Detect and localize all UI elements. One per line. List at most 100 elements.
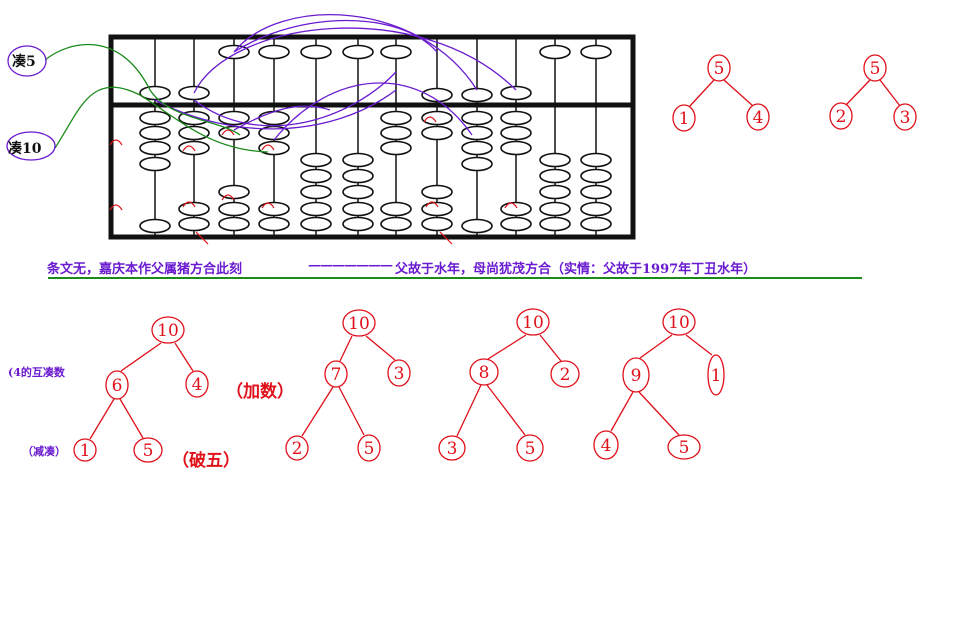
bottom-tree-1-leaf-left-value: 1 <box>80 441 91 461</box>
tree-edge <box>119 398 144 439</box>
top-tree-1-left-circle <box>672 104 696 132</box>
bottom-tree-4-root-circle <box>662 308 696 336</box>
finger-mark <box>195 231 209 245</box>
abacus-lower-bead <box>500 201 532 217</box>
tree-edge <box>456 384 482 437</box>
tree-edge <box>539 334 562 362</box>
arc-purple <box>193 27 517 94</box>
bottom-tree-2-leaf-right-circle <box>357 434 381 462</box>
arc-purple <box>273 82 473 141</box>
bottom-tree-1-leaf-left-circle <box>73 438 97 462</box>
abacus-lower-bead <box>178 140 210 156</box>
bottom-tree-4-right-value: 1 <box>711 366 722 386</box>
bottom-tree-1-leaf-right-value: 5 <box>143 441 154 461</box>
abacus-lower-bead <box>300 152 332 168</box>
finger-mark <box>261 144 275 151</box>
abacus-lower-bead <box>380 140 412 156</box>
top-tree-2-root-value: 5 <box>870 59 881 79</box>
abacus-lower-bead <box>539 201 571 217</box>
arc-purple <box>154 89 397 130</box>
abacus-lower-bead <box>461 110 493 126</box>
abacus-lower-bead <box>500 140 532 156</box>
arc-green <box>54 86 269 153</box>
note-subtract: （减凑） <box>22 445 66 458</box>
abacus-lower-bead <box>421 184 453 200</box>
abacus-upper-bead <box>461 87 493 103</box>
tree-edge <box>879 79 901 107</box>
abacus-lower-bead <box>258 216 290 232</box>
bottom-tree-2-right-value: 3 <box>394 364 405 384</box>
abacus-lower-bead <box>300 168 332 184</box>
abacus-lower-bead <box>380 125 412 141</box>
bottom-tree-3-leaf-left-value: 3 <box>447 439 458 459</box>
abacus-lower-bead <box>421 125 453 141</box>
abacus-lower-bead <box>178 201 210 217</box>
finger-mark <box>182 201 196 208</box>
bottom-tree-3-leaf-right-value: 5 <box>525 439 536 459</box>
bottom-tree-1-right-value: 4 <box>192 375 203 395</box>
top-tree-2-root-circle <box>863 54 887 82</box>
abacus-lower-bead <box>539 184 571 200</box>
abacus-lower-bead <box>461 156 493 172</box>
abacus-lower-bead <box>380 110 412 126</box>
bottom-tree-3-right-value: 2 <box>560 365 571 385</box>
arc-purple <box>233 19 438 53</box>
abacus-lower-bead <box>342 201 374 217</box>
abacus-lower-bead <box>539 216 571 232</box>
label-circle <box>6 131 56 161</box>
bottom-tree-1-mid-circle <box>105 370 129 400</box>
abacus-lower-bead <box>461 218 493 234</box>
abacus-lower-bead <box>139 125 171 141</box>
tree-edge <box>487 334 527 360</box>
bottom-tree-3-mid-value: 8 <box>479 363 490 383</box>
finger-mark <box>221 129 235 136</box>
abacus-lower-bead <box>421 201 453 217</box>
abacus-lower-bead <box>139 140 171 156</box>
bottom-tree-1-right-circle <box>185 370 209 398</box>
abacus-upper-bead <box>421 87 453 103</box>
tree-edge <box>301 386 334 437</box>
bottom-tree-4-root-value: 10 <box>668 313 690 333</box>
tree-edge <box>120 342 162 372</box>
arc-purple <box>233 105 331 131</box>
tree-edge <box>89 398 115 440</box>
abacus-lower-bead <box>580 152 612 168</box>
bottom-tree-2-mid-value: 7 <box>331 365 342 385</box>
bottom-tree-3-root-circle <box>516 308 550 336</box>
finger-mark <box>504 202 518 209</box>
finger-mark <box>109 204 123 211</box>
tree-edge <box>639 334 673 359</box>
abacus-lower-bead <box>300 216 332 232</box>
caption-right: 父故于水年，母尚犹茂方合（实情：父故于1997年丁丑水年） <box>395 262 757 277</box>
finger-mark <box>425 201 439 208</box>
finger-mark <box>109 139 123 146</box>
note-complement: (4的互凑数 <box>8 366 65 379</box>
abacus-upper-bead <box>342 44 374 60</box>
bottom-tree-1-mid-value: 6 <box>112 376 123 396</box>
tree-edge <box>685 334 713 356</box>
top-tree-1-right-value: 4 <box>753 108 764 128</box>
bottom-tree-4-mid-value: 9 <box>631 366 642 386</box>
abacus-lower-bead <box>300 184 332 200</box>
bottom-tree-1-root-circle <box>151 316 185 344</box>
abacus-lower-bead <box>421 216 453 232</box>
tree-edge <box>486 384 526 436</box>
abacus-upper-bead <box>258 44 290 60</box>
bottom-tree-2-mid-circle <box>324 360 348 388</box>
abacus <box>108 34 636 245</box>
caption-left: 条文无，嘉庆本作父属猪方合此刻 <box>47 262 243 277</box>
bottom-tree-4-leaf-right-circle <box>667 434 701 460</box>
tree-edge <box>845 79 871 106</box>
bottom-tree-2-leaf-left-value: 2 <box>292 439 303 459</box>
abacus-lower-bead <box>380 216 412 232</box>
top-tree-2-right-circle <box>893 103 917 131</box>
label-cou-5: 凑5 <box>12 54 36 70</box>
abacus-lower-bead <box>218 216 250 232</box>
abacus-lower-bead <box>139 218 171 234</box>
bottom-tree-1-leaf-right-circle <box>133 437 163 463</box>
tree-edge <box>610 391 634 432</box>
bottom-tree-1-root-value: 10 <box>157 321 179 341</box>
bottom-tree-4-right-circle <box>707 354 725 396</box>
finger-mark <box>423 116 437 123</box>
